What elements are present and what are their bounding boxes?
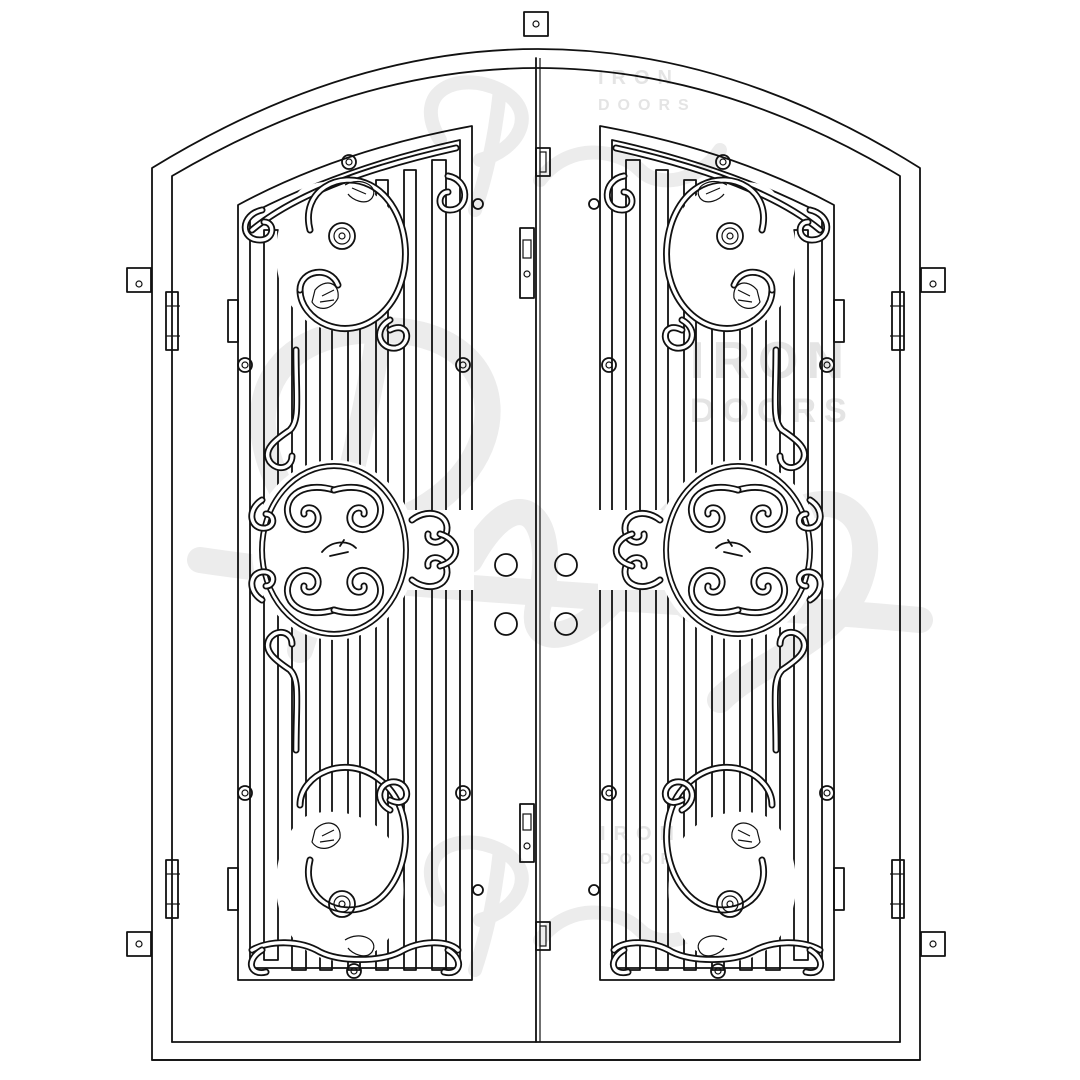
glass-stop [472, 884, 484, 896]
hinge-left-lower [165, 859, 239, 919]
flush-bolt-top [535, 147, 551, 177]
handle-hole-right-upper [554, 553, 578, 577]
watermark-doors-mid: DOORS [690, 392, 855, 430]
anchor-tab-left-upper [126, 267, 152, 293]
watermark-iron-mid: IRON [690, 332, 852, 390]
hinge-right-lower [833, 859, 905, 919]
anchor-tab-right-lower [920, 931, 946, 957]
glass-stop [588, 198, 600, 210]
flush-bolt-bottom [535, 921, 551, 951]
anchor-tab-left-lower [126, 931, 152, 957]
anchor-tab-top [523, 11, 549, 37]
handle-hole-left-lower [494, 612, 518, 636]
hinge-right-upper [833, 291, 905, 351]
door-frame [151, 48, 921, 1061]
hinge-left-upper [165, 291, 239, 351]
glass-stop [472, 198, 484, 210]
lock-upper [519, 227, 535, 299]
watermark-iron-top: IRON [598, 67, 680, 89]
lock-lower [519, 803, 535, 863]
watermark-doors-top: DOORS [598, 97, 697, 114]
handle-hole-left-upper [494, 553, 518, 577]
glass-stop [588, 884, 600, 896]
handle-hole-right-lower [554, 612, 578, 636]
anchor-tab-right-upper [920, 267, 946, 293]
